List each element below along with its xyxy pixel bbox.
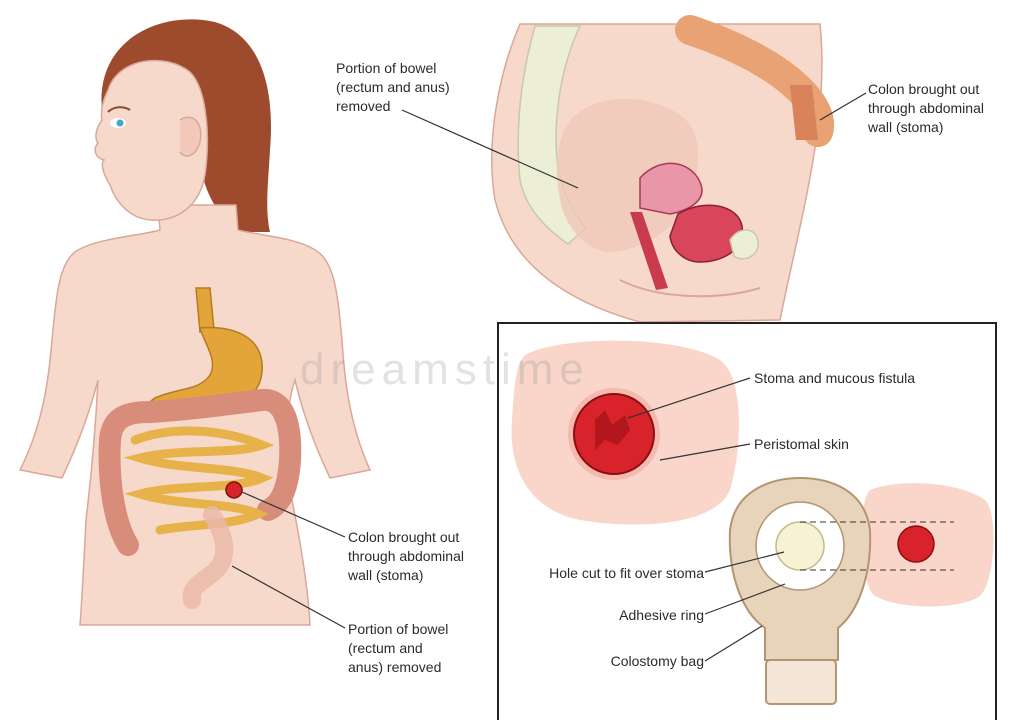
watermark: dreamstime bbox=[300, 345, 590, 395]
label-bowel-removed-top: Portion of bowel (rectum and anus) remov… bbox=[336, 59, 450, 116]
stoma-small bbox=[898, 526, 934, 562]
label-colon-stoma-left: Colon brought out through abdominal wall… bbox=[348, 528, 464, 585]
stoma-marker bbox=[226, 482, 242, 498]
label-colostomy-bag: Colostomy bag bbox=[568, 652, 704, 671]
hole-shape bbox=[776, 522, 824, 570]
label-colon-stoma-top: Colon brought out through abdominal wall… bbox=[868, 80, 984, 137]
esophagus bbox=[196, 288, 214, 332]
child-figure bbox=[20, 19, 370, 625]
label-hole-cut: Hole cut to fit over stoma bbox=[508, 564, 704, 583]
label-adhesive-ring: Adhesive ring bbox=[568, 606, 704, 625]
iris bbox=[117, 120, 124, 127]
label-stoma-fistula: Stoma and mucous fistula bbox=[754, 369, 915, 388]
label-bowel-removed-left: Portion of bowel (rectum and anus) remov… bbox=[348, 620, 448, 677]
bag-outlet bbox=[766, 660, 836, 704]
pubic-bone bbox=[730, 230, 758, 259]
label-peristomal-skin: Peristomal skin bbox=[754, 435, 849, 454]
pelvis-cross-section bbox=[492, 24, 822, 322]
